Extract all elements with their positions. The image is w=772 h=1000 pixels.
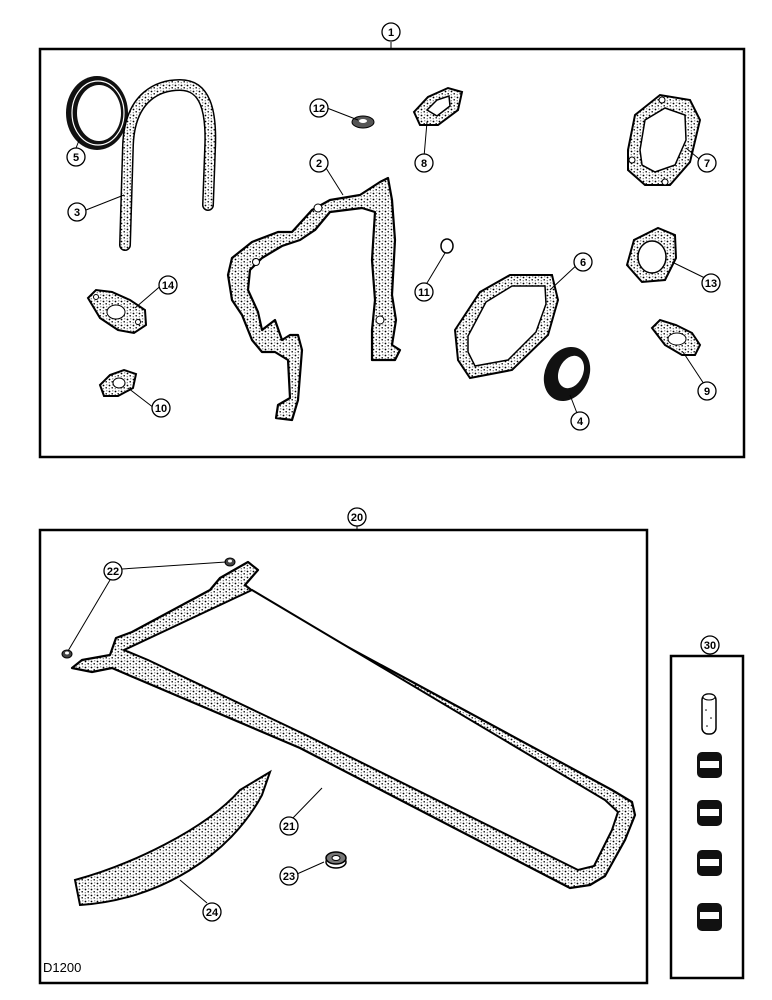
leader-lines bbox=[67, 107, 710, 904]
svg-text:4: 4 bbox=[577, 416, 584, 428]
pump-gasket bbox=[453, 274, 560, 380]
svg-text:2: 2 bbox=[316, 158, 322, 170]
front-oil-seal bbox=[543, 346, 591, 402]
o-ring bbox=[440, 238, 454, 254]
callout-5: 5 bbox=[66, 147, 86, 167]
callout-6: 6 bbox=[573, 252, 593, 272]
rear-oil-seal bbox=[66, 76, 128, 150]
callout-1: 1 bbox=[381, 22, 401, 42]
callout-14: 14 bbox=[158, 275, 178, 295]
callout-30: 30 bbox=[700, 635, 720, 655]
svg-text:13: 13 bbox=[705, 278, 717, 290]
callout-20: 20 bbox=[347, 507, 367, 527]
flange-gasket bbox=[86, 288, 148, 335]
timing-cover-gasket bbox=[226, 176, 402, 422]
svg-text:8: 8 bbox=[421, 158, 427, 170]
svg-text:6: 6 bbox=[580, 257, 586, 269]
bushing bbox=[697, 800, 722, 826]
svg-text:10: 10 bbox=[155, 403, 167, 415]
bushing bbox=[697, 752, 722, 778]
svg-text:23: 23 bbox=[283, 871, 295, 883]
flange-gasket bbox=[625, 226, 678, 284]
svg-text:22: 22 bbox=[107, 566, 119, 578]
small-flange-gasket bbox=[650, 318, 702, 356]
callout-21: 21 bbox=[279, 816, 299, 836]
callout-13: 13 bbox=[701, 273, 721, 293]
sleeve bbox=[701, 693, 717, 735]
callout-10: 10 bbox=[151, 398, 171, 418]
svg-text:1: 1 bbox=[388, 27, 394, 39]
outlet-gasket bbox=[412, 86, 464, 126]
callout-7: 7 bbox=[697, 153, 717, 173]
callout-23: 23 bbox=[279, 866, 299, 886]
svg-text:7: 7 bbox=[704, 158, 710, 170]
svg-text:11: 11 bbox=[418, 287, 430, 299]
bushing bbox=[697, 850, 722, 876]
washer bbox=[351, 115, 375, 129]
figure-code: D1200 bbox=[43, 960, 82, 975]
svg-text:21: 21 bbox=[283, 821, 295, 833]
callout-11: 11 bbox=[414, 282, 434, 302]
grommet bbox=[325, 851, 347, 869]
svg-text:5: 5 bbox=[73, 152, 79, 164]
svg-text:12: 12 bbox=[313, 103, 325, 115]
rear-main-seal-strip bbox=[73, 769, 272, 907]
svg-text:24: 24 bbox=[206, 907, 219, 919]
oil-pan-gasket bbox=[70, 560, 637, 890]
svg-text:20: 20 bbox=[351, 512, 363, 524]
bushing bbox=[697, 903, 722, 931]
plug bbox=[61, 649, 73, 659]
callout-12: 12 bbox=[309, 98, 329, 118]
rear-seal-retainer-gasket bbox=[119, 78, 217, 251]
callout-24: 24 bbox=[202, 902, 222, 922]
callout-2: 2 bbox=[309, 153, 329, 173]
callout-8: 8 bbox=[414, 153, 434, 173]
small-flange-gasket bbox=[98, 368, 138, 397]
svg-text:14: 14 bbox=[162, 280, 175, 292]
svg-text:9: 9 bbox=[704, 386, 710, 398]
callout-4: 4 bbox=[570, 411, 590, 431]
plug bbox=[224, 557, 236, 567]
svg-text:30: 30 bbox=[704, 640, 716, 652]
callout-22: 22 bbox=[103, 561, 123, 581]
callout-9: 9 bbox=[697, 381, 717, 401]
water-pump-gasket bbox=[627, 93, 702, 186]
svg-text:3: 3 bbox=[74, 207, 80, 219]
callout-3: 3 bbox=[67, 202, 87, 222]
